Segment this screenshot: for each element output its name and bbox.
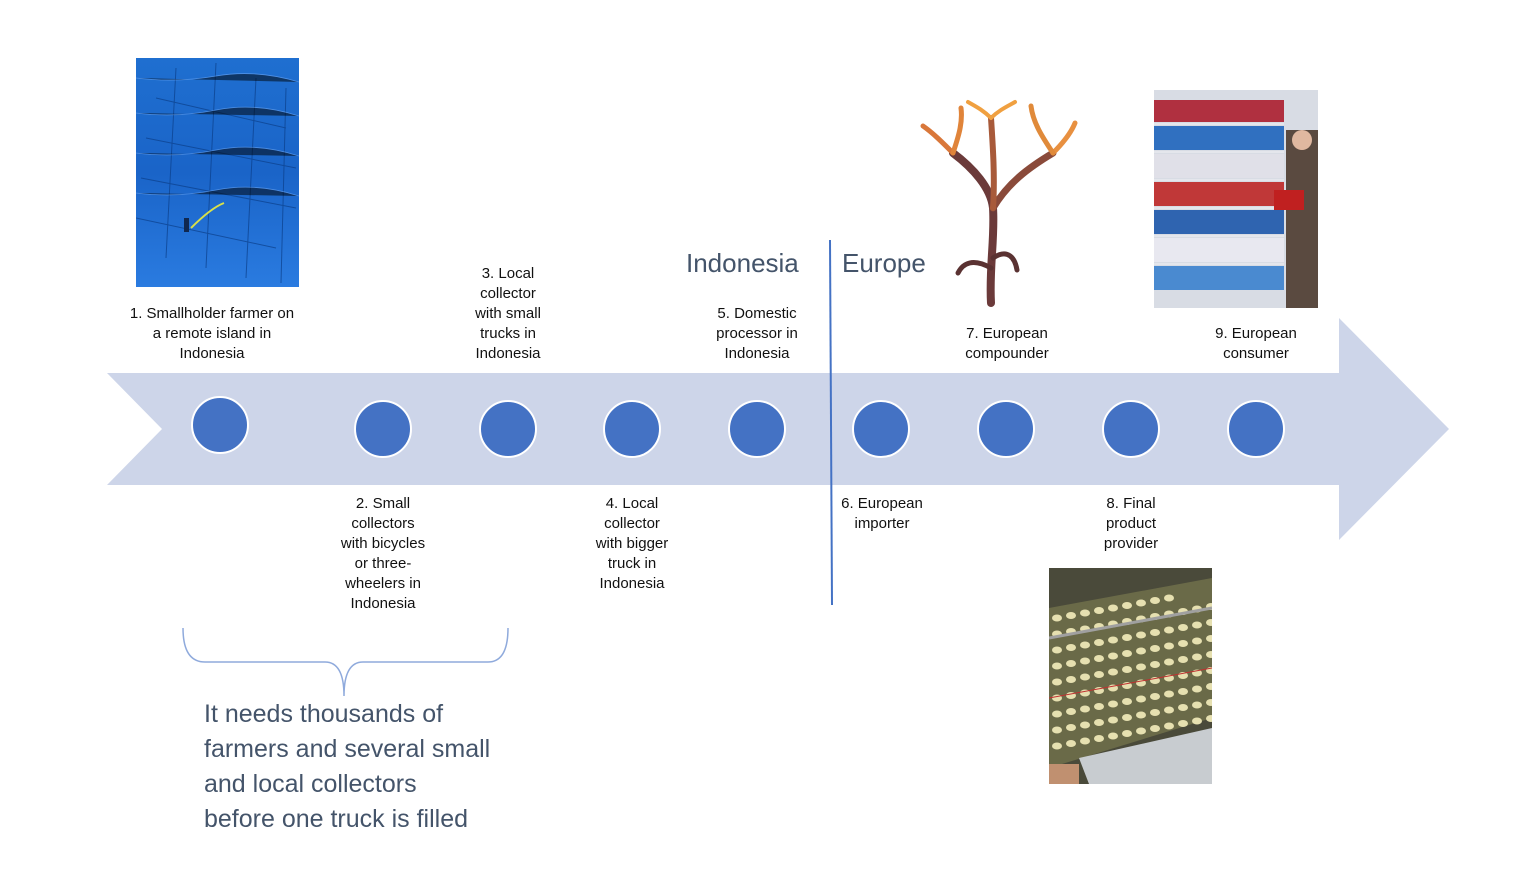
supermarket-photo [1154,90,1318,308]
step-6-label: 6. European importer [841,495,923,532]
seaweed-farm-photo [136,58,299,287]
step-node-6 [852,400,910,458]
region-label-indonesia: Indonesia [686,248,799,278]
step-1-label: 1. Smallholder farmer on a remote island… [129,305,295,362]
factory-line-photo [1049,568,1212,784]
step-4-label: 4. Local collector with bigger truck in … [595,495,669,592]
step-5-label: 5. Domestic processor in Indonesia [716,305,798,362]
step-node-7 [977,400,1035,458]
step-node-5 [728,400,786,458]
step-3-label: 3. Local collector with small trucks in … [475,265,541,362]
step-9-label: 9. European consumer [1215,325,1297,362]
step-node-1 [191,396,249,454]
region-divider-line [829,239,833,606]
step-2-label: 2. Small collectors with bicycles or thr… [340,495,426,612]
step-8-label: 8. Final product provider [1103,495,1159,552]
note-text: It needs thousands of farmers and severa… [204,700,491,833]
step-node-8 [1102,400,1160,458]
step-node-3 [479,400,537,458]
step-node-4 [603,400,661,458]
step-node-9 [1227,400,1285,458]
seaweed-illustration [913,98,1079,311]
region-label-europe: Europe [842,248,926,278]
step-7-label: 7. European compounder [965,325,1049,362]
step-node-2 [354,400,412,458]
grouping-brace [182,627,509,697]
